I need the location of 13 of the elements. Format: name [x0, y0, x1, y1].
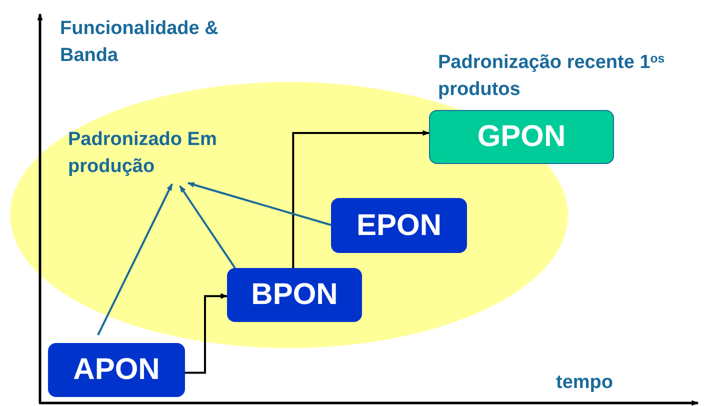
- technology-box: EPON: [331, 198, 467, 253]
- arrow: [292, 130, 430, 268]
- technology-box: GPON: [429, 110, 614, 164]
- arrow: [185, 293, 228, 374]
- technology-box: BPON: [227, 268, 362, 322]
- status-text: Padronizado Em produção: [68, 125, 238, 183]
- arrow: [187, 182, 332, 226]
- arrow: [179, 185, 236, 269]
- axis-label: tempo: [556, 371, 613, 395]
- annotation-text: Padronização recente 1$^{os}$ produtos: [438, 50, 666, 102]
- axis-label: Funcionalidade & Banda: [60, 17, 220, 68]
- arrow: [97, 183, 173, 336]
- technology-box: APON: [48, 343, 185, 397]
